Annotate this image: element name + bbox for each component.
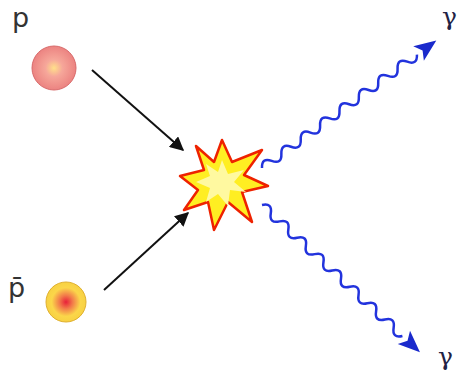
collision-core <box>196 160 246 206</box>
collision-star <box>180 140 268 230</box>
particle-label: p̄ <box>8 274 25 301</box>
photon-label: γ <box>438 344 453 369</box>
particle-node: p̄ <box>2 268 102 338</box>
incoming-arrow <box>104 213 188 290</box>
photon-wave <box>256 198 426 358</box>
particle-label: p <box>12 4 29 31</box>
photon-label: γ <box>442 4 457 29</box>
incoming-arrow <box>92 70 183 150</box>
photon-wave <box>257 33 442 175</box>
particle-node: p <box>6 2 96 102</box>
